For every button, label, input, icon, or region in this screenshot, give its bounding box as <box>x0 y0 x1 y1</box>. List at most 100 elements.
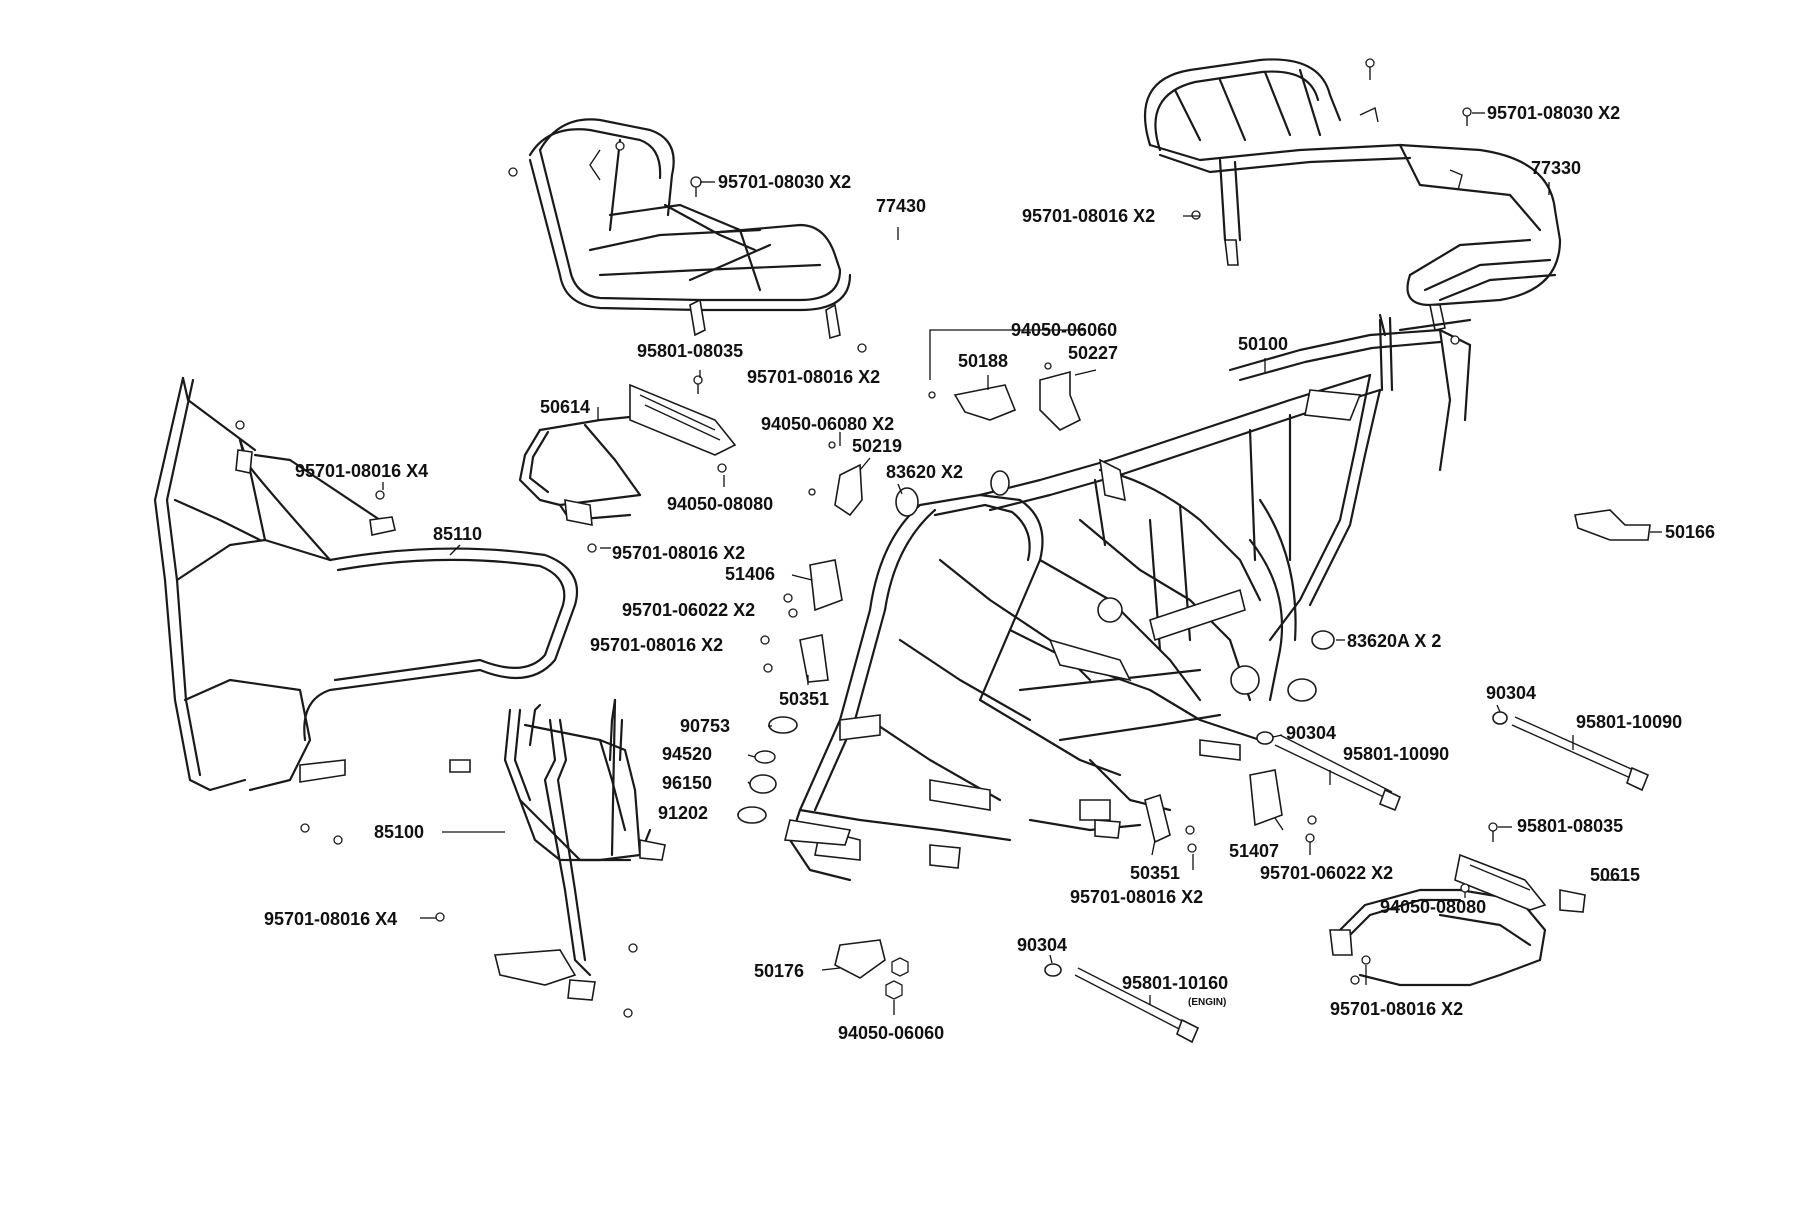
bolt-icon <box>508 167 518 177</box>
cap-83620 <box>895 487 919 517</box>
main-frame-50100 <box>783 313 1472 882</box>
bolt-icon <box>928 391 936 399</box>
part-label: 95701-08016 X2 <box>590 635 724 655</box>
bolt-icon <box>587 543 597 553</box>
bolt-icon <box>300 823 310 833</box>
part-label: 95701-06022 X2 <box>1260 863 1394 883</box>
bolt-95801-10160 <box>1074 974 1186 1033</box>
part-label: 95701-08016 X4 <box>295 461 429 481</box>
part-label: 94050-06060 <box>838 1023 945 1043</box>
footrest-bracket-50614 <box>518 383 737 526</box>
part-label: 95701-08030 X2 <box>718 172 852 192</box>
part-label: 50351 <box>1130 863 1181 883</box>
bolt-95801-10090 <box>1274 744 1391 801</box>
bolt-icon <box>1462 107 1472 126</box>
bolt-icon <box>1488 822 1498 842</box>
part-label: 95801-08035 <box>637 341 744 361</box>
part-label: 95701-08016 X2 <box>747 367 881 387</box>
part-label: 95701-08016 X4 <box>264 909 398 929</box>
bolt-95801-10090-b <box>1511 724 1636 781</box>
bolt-icon <box>1305 833 1315 843</box>
bolt-icon <box>690 176 702 197</box>
bolt-icon <box>693 375 703 394</box>
part-label: 95701-08016 X2 <box>1022 206 1156 226</box>
part-label: 50227 <box>1068 343 1119 363</box>
bolt-icon <box>760 635 770 645</box>
part-label: 50188 <box>958 351 1009 371</box>
front-bumper-85110 <box>153 376 579 792</box>
bolt-icon <box>628 943 638 953</box>
part-label: 95701-08016 X2 <box>1330 999 1464 1019</box>
part-label: 85100 <box>374 822 425 842</box>
footrest-bracket-50615 <box>1329 853 1586 987</box>
part-label: 50176 <box>754 961 805 981</box>
part-label: 94050-06080 X2 <box>761 414 895 434</box>
part-label: 50614 <box>540 397 591 417</box>
bracket-50351 <box>799 634 829 683</box>
part-label: 77330 <box>1531 158 1582 178</box>
bolt-icon <box>717 463 727 473</box>
bolt-icon <box>235 420 245 430</box>
part-label: 94050-06060 <box>1011 320 1118 340</box>
part-label: 90304 <box>1286 723 1337 743</box>
bolt-icon <box>828 441 836 449</box>
part-label: 85110 <box>433 524 483 544</box>
nut-icon <box>885 980 903 1000</box>
leader-lines <box>382 112 1662 1015</box>
rear-carrier-77330 <box>1143 58 1562 331</box>
part-label: 50351 <box>779 689 830 709</box>
part-label: 94520 <box>662 744 713 764</box>
part-label: 50219 <box>852 436 903 456</box>
bracket-50166 <box>1574 509 1651 541</box>
part-label: 95701-06022 X2 <box>622 600 756 620</box>
part-label: 94050-08080 <box>667 494 774 514</box>
bolt-icon <box>1460 883 1470 893</box>
bolt-icon <box>1350 975 1360 985</box>
bolt-icon <box>1450 335 1460 345</box>
bolt-icon <box>1365 58 1375 80</box>
part-label: 95701-08016 X2 <box>612 543 746 563</box>
bolt-icon <box>763 663 773 673</box>
bracket-50351-b <box>1144 793 1171 844</box>
bracket-51407 <box>1249 769 1283 827</box>
part-label: 90304 <box>1486 683 1537 703</box>
part-label: 95801-10090 <box>1576 712 1683 732</box>
bolt-icon <box>435 912 445 922</box>
part-label: 77430 <box>876 196 927 216</box>
bolt-icon <box>1187 843 1197 853</box>
part-label: 51407 <box>1229 841 1280 861</box>
bolt-icon <box>333 835 343 845</box>
bolt-icon <box>788 608 798 618</box>
bolt-icon <box>1361 955 1371 965</box>
bolt-icon <box>375 490 385 500</box>
bracket-50176 <box>834 939 886 979</box>
bolt-icon <box>623 1008 633 1018</box>
washer-90304-b <box>1492 711 1508 725</box>
bolt-icon <box>1191 210 1201 220</box>
part-label: 50166 <box>1665 522 1716 542</box>
part-label: 83620A X 2 <box>1347 631 1442 651</box>
bracket-51406 <box>809 559 843 612</box>
bolt-icon <box>808 488 816 496</box>
bearing-96150 <box>749 774 777 794</box>
bracket-50227 <box>1039 370 1082 431</box>
bolt-icon <box>1044 362 1052 370</box>
bracket-50188 <box>953 384 1017 421</box>
part-label: 95701-08030 X2 <box>1487 103 1621 123</box>
part-label: 95701-08016 X2 <box>1070 887 1204 907</box>
nut-icon <box>891 957 909 977</box>
part-label: 90753 <box>680 716 731 736</box>
bolt-icon <box>857 343 867 353</box>
part-label: 95801-10090 <box>1343 744 1450 764</box>
part-label: 94050-08080 <box>1380 897 1487 917</box>
cap-83620a <box>1311 630 1335 650</box>
ring-90753 <box>768 716 798 734</box>
front-carrier-77430 <box>528 118 852 340</box>
part-label: 96150 <box>662 773 713 793</box>
part-label: 90304 <box>1017 935 1068 955</box>
part-label: 95801-10160 <box>1122 973 1229 993</box>
part-label: 91202 <box>658 803 709 823</box>
part-label: 50100 <box>1238 334 1289 354</box>
